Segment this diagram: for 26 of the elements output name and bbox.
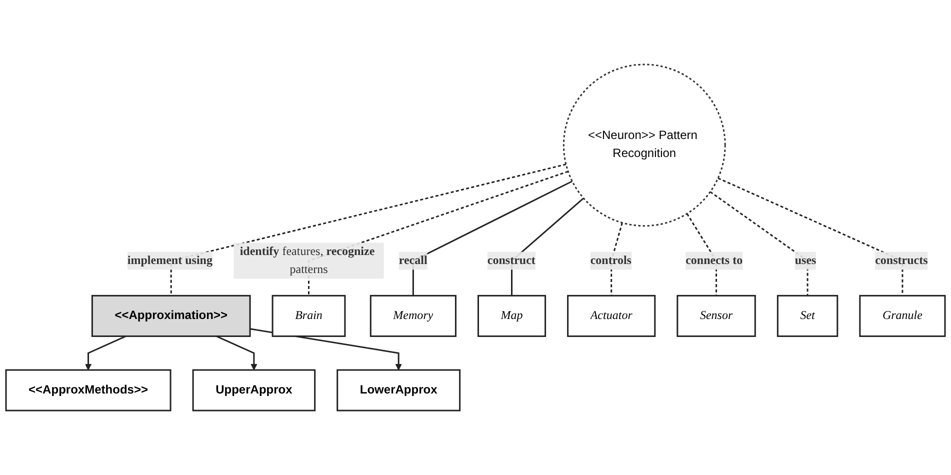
edge-label: construct bbox=[487, 254, 536, 267]
edge-label: controls bbox=[590, 254, 632, 267]
edge-label: constructs bbox=[875, 254, 928, 267]
edge-label: recall bbox=[398, 254, 428, 267]
arrow bbox=[84, 336, 126, 370]
node-circle: <<Neuron>> Pattern Recognition bbox=[562, 64, 726, 227]
connector bbox=[718, 177, 904, 296]
node-box: Map bbox=[477, 294, 546, 337]
connector bbox=[412, 180, 573, 296]
edge-label: implement using bbox=[127, 254, 212, 267]
node-box: <<Approximation>> bbox=[91, 294, 251, 337]
connector bbox=[308, 170, 568, 296]
node-box: Sensor bbox=[676, 294, 756, 337]
edge-label: identify features, recognize patterns bbox=[240, 245, 375, 276]
edge-label: uses bbox=[794, 254, 816, 267]
connector bbox=[170, 164, 566, 296]
node-box: <<ApproxMethods>> bbox=[5, 369, 172, 412]
arrow bbox=[216, 336, 258, 370]
node-box: UpperApprox bbox=[192, 369, 316, 412]
edge-label: connects to bbox=[686, 254, 743, 267]
node-box: Memory bbox=[370, 294, 456, 337]
connector bbox=[710, 191, 808, 296]
node-box: Granule bbox=[859, 294, 946, 337]
node-box: Brain bbox=[272, 294, 346, 337]
node-box: LowerApprox bbox=[336, 369, 461, 412]
node-box: Set bbox=[776, 294, 838, 337]
